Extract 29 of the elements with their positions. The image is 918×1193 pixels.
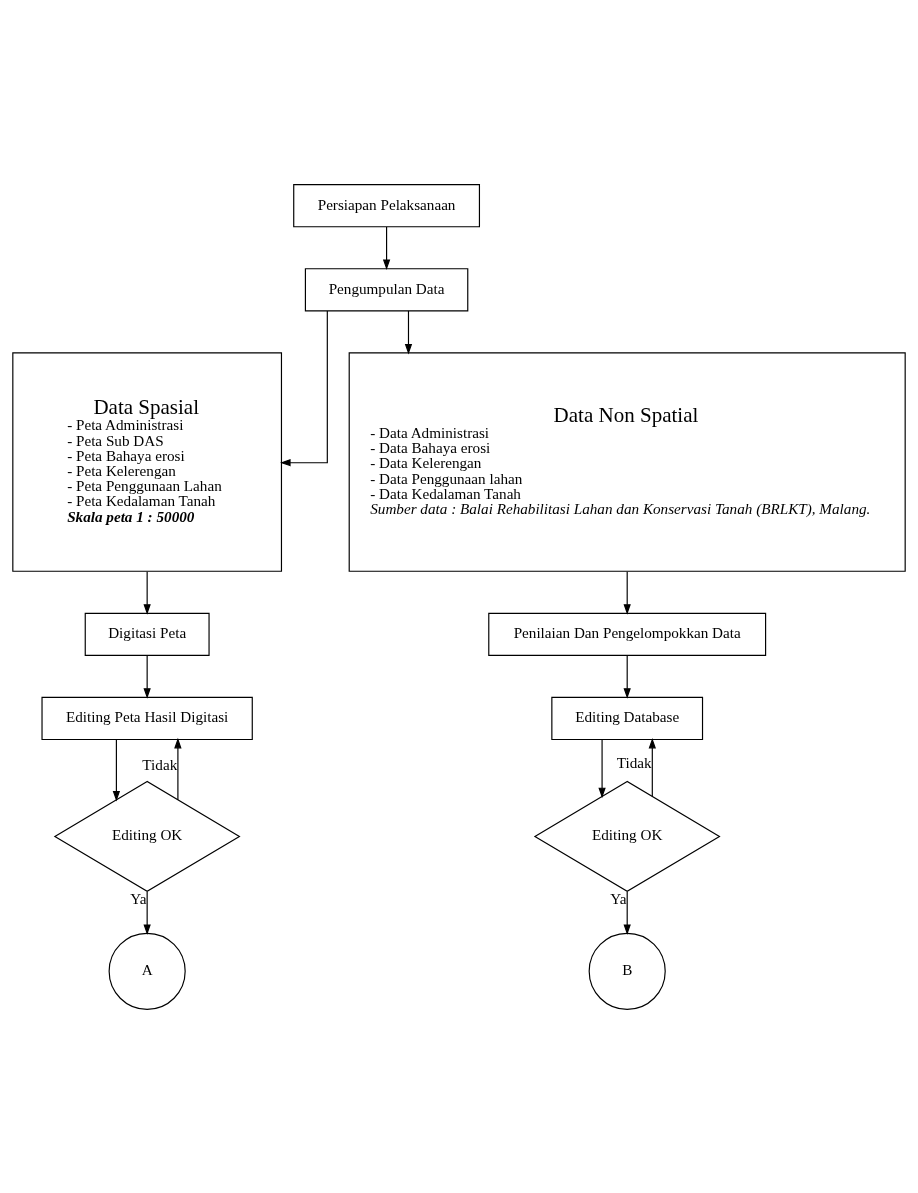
node-box: Digitasi Peta <box>84 612 210 656</box>
arrow <box>404 309 413 355</box>
node-box: Data Non Spatial - Data Administrasi - Data Bahaya erosi - Data Kelerengan - Data Penggunaan lahan - Data Kedalaman Tanah Sumber data : Balai Rehabilitasi Lahan dan Konservasi Tanah (BRLKT), Malang. <box>348 351 906 572</box>
arrow <box>112 738 121 801</box>
node-box: Persiapan Pelaksanaan <box>293 183 481 227</box>
edge-label: Ya <box>610 889 627 907</box>
edge-label: Tidak <box>142 755 178 773</box>
arrow <box>623 570 631 615</box>
arrow <box>143 570 151 615</box>
node-box: Editing Database <box>551 696 704 740</box>
node-circle: A <box>108 932 186 1010</box>
edge-label: Ya <box>130 889 147 907</box>
node-box: Pengumpulan Data <box>304 267 469 311</box>
arrow <box>598 738 606 798</box>
node-box: Penilaian Dan Pengelompokkan Data <box>488 612 767 656</box>
arrow <box>648 737 656 797</box>
arrow <box>382 225 391 270</box>
arrow <box>623 654 631 699</box>
arrow <box>280 309 328 466</box>
node-box: Data Spasial - Peta Administrasi - Peta Sub DAS - Peta Bahaya erosi - Peta Kelerengan - Peta Penggunaan Lahan - Peta Kedalaman Tanah Skala peta 1 : 50000 <box>12 351 283 572</box>
edge-label: Tidak <box>616 753 652 771</box>
arrow <box>143 654 151 699</box>
arrow <box>623 890 631 935</box>
arrow <box>143 890 151 935</box>
node-diamond: Editing OK <box>533 780 721 892</box>
node-box: Editing Peta Hasil Digitasi <box>41 696 253 740</box>
node-circle: B <box>588 932 666 1010</box>
arrow <box>174 737 182 800</box>
node-diamond: Editing OK <box>53 780 241 892</box>
